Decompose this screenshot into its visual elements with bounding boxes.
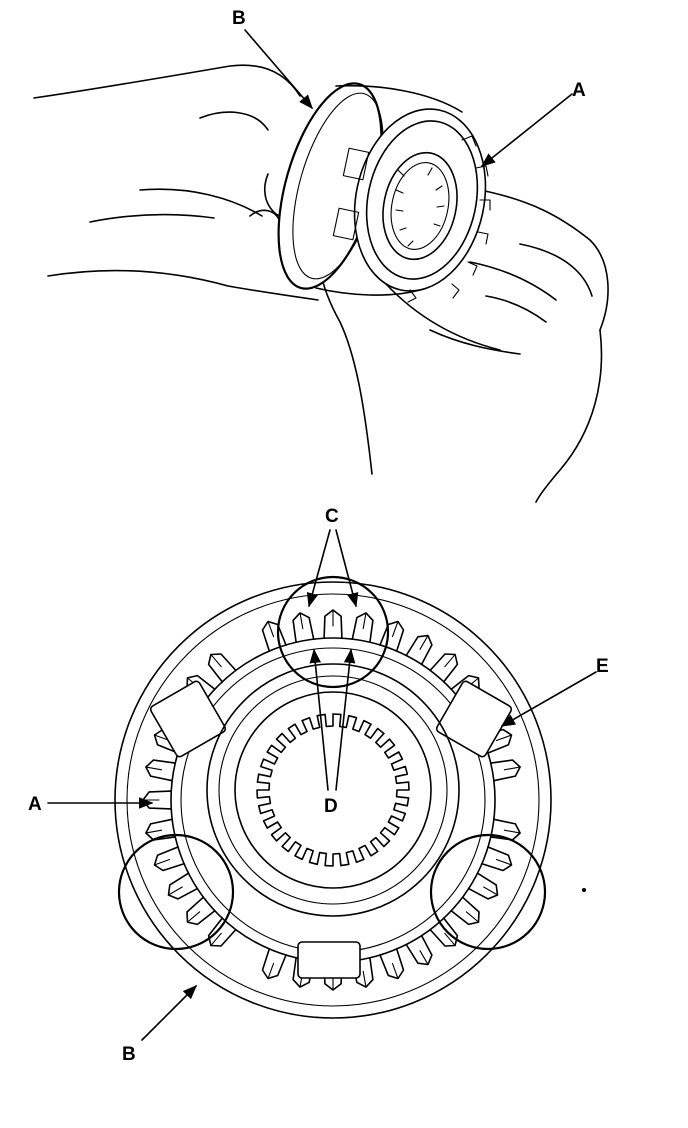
synchro-tooth [186, 896, 216, 926]
bottom-illustration: C D E A B [28, 506, 609, 1065]
synchro-tooth-chamfer [267, 962, 275, 979]
synchro-tooth-chamfer [495, 734, 512, 742]
synchro-tooth-chamfer [444, 654, 456, 668]
label-c-leader-right [335, 529, 359, 608]
label-c-leader-left [306, 529, 331, 608]
hub-body-inner [234, 691, 432, 889]
top-label-a: A [572, 80, 586, 101]
inner-splines [256, 713, 410, 867]
synchro-tooth-chamfer [495, 858, 512, 866]
label-b-bottom-leader [141, 984, 198, 1041]
synchro-tooth-chamfer [362, 613, 367, 630]
synchro-tooth [405, 634, 433, 666]
synchro-tooth-chamfer [444, 932, 456, 946]
synchro-tooth-chamfer [146, 766, 163, 771]
synchro-tooth [167, 872, 199, 900]
label-d-group: D [309, 648, 356, 817]
synchro-tooth-chamfer [483, 886, 498, 896]
label-a: A [28, 794, 42, 815]
shift-key-left [149, 680, 227, 758]
synchro-tooth-chamfer [503, 766, 520, 771]
synchro-tooth [207, 917, 237, 947]
shift-key-right [435, 680, 513, 758]
synchro-tooth-chamfer [391, 962, 399, 979]
synchro-tooth-chamfer [187, 911, 201, 923]
top-illustration: B A [33, 8, 609, 503]
label-d: D [324, 796, 338, 817]
synchro-tooth-chamfer [267, 621, 275, 638]
synchro-tooth [467, 872, 499, 900]
label-b-bottom: B [122, 1044, 136, 1065]
synchro-tooth [490, 759, 521, 782]
shift-keys [149, 680, 513, 979]
shift-key-bottom [297, 941, 361, 979]
label-d-leader-left [309, 648, 329, 791]
synchro-tooth-chamfer [465, 911, 479, 923]
synchro-tooth [207, 653, 237, 683]
label-e: E [596, 656, 609, 677]
synchro-tooth-chamfer [419, 635, 429, 650]
label-e-group: E [500, 656, 609, 727]
synchro-tooth [145, 759, 176, 782]
synchro-tooth-chamfer [299, 613, 304, 630]
synchro-tooth [153, 846, 185, 872]
top-label-b: B [232, 8, 246, 29]
detail-circle-top [276, 575, 390, 689]
label-c-group: C [306, 506, 359, 608]
left-hand-drawing [33, 64, 319, 301]
edge-dot [582, 888, 586, 892]
synchro-tooth-chamfer [168, 886, 183, 896]
top-label-a-group: A [480, 80, 586, 167]
synchro-tooth-chamfer [146, 829, 163, 834]
detail-circle-right [429, 833, 547, 951]
label-a-group: A [28, 794, 154, 815]
label-c: C [325, 506, 339, 527]
synchro-tooth [351, 612, 374, 643]
synchro-tooth [450, 896, 480, 926]
synchro-tooth-chamfer [154, 858, 171, 866]
synchro-tooth [379, 948, 405, 980]
synchro-tooth-chamfer [391, 621, 399, 638]
top-label-b-leader [244, 29, 313, 110]
inner-spline-profile [256, 713, 410, 867]
label-e-leader [500, 671, 597, 727]
label-b-bottom-group: B [122, 984, 198, 1065]
top-label-a-leader [480, 93, 573, 167]
detail-circle-left [117, 833, 235, 951]
synchro-tooth [490, 818, 521, 841]
outer-sleeve-inner-ring [126, 593, 540, 1007]
synchro-tooth-chamfer [210, 932, 222, 946]
synchro-tooth [292, 612, 315, 643]
synchro-tooth-chamfer [503, 829, 520, 834]
synchro-tooth-chamfer [210, 654, 222, 668]
synchro-tooth-chamfer [362, 970, 367, 987]
synchro-tooth [261, 948, 287, 980]
hub-body-middle [218, 675, 448, 905]
outer-sleeve-ring [114, 581, 552, 1019]
label-d-leader-right [335, 648, 356, 791]
hub-body-outer [206, 663, 460, 917]
right-hand-drawing [318, 189, 609, 503]
synchro-tooth [429, 653, 459, 683]
synchro-tooth [429, 917, 459, 947]
synchro-tooth [405, 934, 433, 966]
synchro-tooth [481, 846, 513, 872]
top-label-b-group: B [232, 8, 313, 110]
synchro-tooth-chamfer [419, 950, 429, 965]
synchro-assembly-perspective [277, 82, 491, 303]
